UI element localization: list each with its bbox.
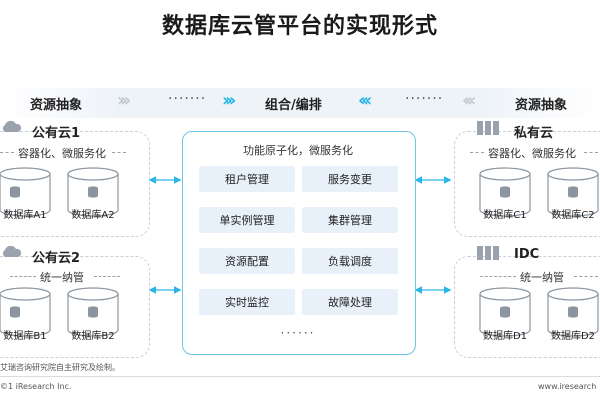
public-cloud-1-title: 公有云1 <box>32 126 81 141</box>
db-d2-label: 数据库D2 <box>550 331 596 342</box>
layer-header-bar: 资源抽象 ››› ······· ››› 组合/编排 ‹‹‹ ······· ‹… <box>0 88 600 118</box>
function-service-change: 服务变更 <box>302 166 398 192</box>
function-single-instance-management: 单实例管理 <box>199 207 295 233</box>
function-load-scheduling: 负载调度 <box>302 248 398 274</box>
dots-left: ······· <box>168 91 207 107</box>
function-tenant-management: 租户管理 <box>199 166 295 192</box>
server-rack-icon <box>477 246 499 260</box>
public-cloud-2-box <box>0 256 150 358</box>
public-cloud-2-title: 公有云2 <box>32 251 81 266</box>
platform-center-label: 功能原子化，微服务化 <box>243 144 353 157</box>
server-rack-icon <box>477 121 499 135</box>
db-a2-label: 数据库A2 <box>71 210 115 221</box>
private-cloud-subtitle: 容器化、微服务化 <box>488 147 576 160</box>
right-abstraction-label: 资源抽象 <box>515 98 568 113</box>
public-cloud-1-box <box>0 131 150 237</box>
cloud-icon <box>2 245 22 257</box>
db-c1-label: 数据库C1 <box>483 210 527 221</box>
private-cloud-box <box>454 131 600 237</box>
footer-divider <box>0 376 600 377</box>
private-cloud-title: 私有云 <box>514 126 554 141</box>
db-a1-label: 数据库A1 <box>3 210 47 221</box>
database-icon <box>479 287 531 337</box>
database-icon <box>479 167 531 217</box>
db-c2-label: 数据库C2 <box>551 210 595 221</box>
database-icon <box>0 287 51 337</box>
db-d1-label: 数据库D1 <box>482 331 528 342</box>
database-icon <box>547 167 599 217</box>
function-resource-config: 资源配置 <box>199 248 295 274</box>
function-realtime-monitoring: 实时监控 <box>199 289 295 315</box>
center-more-dots: ······ <box>280 326 316 340</box>
left-abstraction-label: 资源抽象 <box>30 98 83 113</box>
public-cloud-1-subtitle: 容器化、微服务化 <box>18 147 106 160</box>
footer-url: www.iresearch <box>538 382 597 391</box>
database-icon <box>67 167 119 217</box>
dots-right: ······· <box>405 91 444 107</box>
database-icon <box>0 167 51 217</box>
cloud-icon <box>2 120 22 132</box>
idc-box <box>454 256 600 358</box>
db-b1-label: 数据库B1 <box>3 331 47 342</box>
database-icon <box>547 287 599 337</box>
copyright: ©1 iResearch Inc. <box>0 382 72 391</box>
idc-subtitle: 统一纳管 <box>520 271 564 284</box>
source-note: 艾瑞咨询研究院自主研究及绘制。 <box>0 363 120 372</box>
page-title: 数据库云管平台的实现形式 <box>161 14 438 39</box>
idc-title: IDC <box>514 247 540 262</box>
function-fault-handling: 故障处理 <box>302 289 398 315</box>
db-b2-label: 数据库B2 <box>71 331 115 342</box>
public-cloud-2-subtitle: 统一纳管 <box>40 271 84 284</box>
database-icon <box>67 287 119 337</box>
function-cluster-management: 集群管理 <box>302 207 398 233</box>
platform-center-box <box>182 131 416 355</box>
orchestration-label: 组合/编排 <box>265 98 322 113</box>
